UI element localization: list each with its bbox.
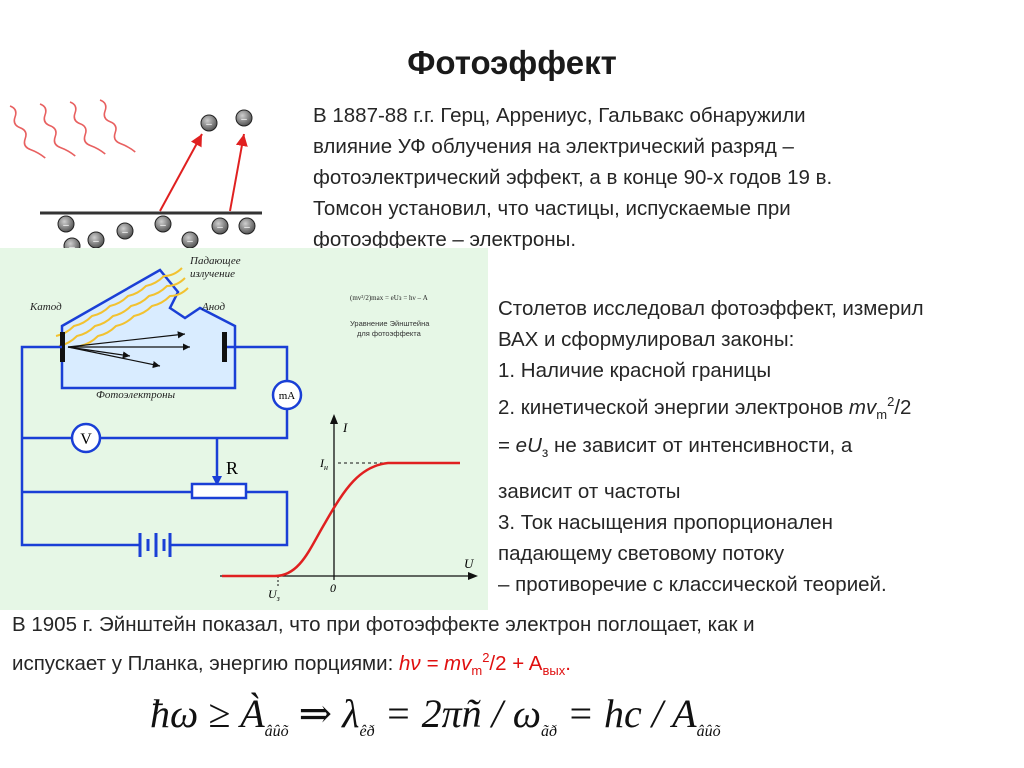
svg-text:–: – bbox=[63, 220, 69, 231]
svg-text:–: – bbox=[93, 236, 99, 247]
photoelectrons-label: Фотоэлектроны bbox=[96, 389, 176, 401]
circuit-diagram: mA V R Падающее излучение Катод Анод Фот… bbox=[20, 255, 478, 603]
svg-text:–: – bbox=[206, 119, 212, 130]
iv-stop-label: Uз bbox=[268, 587, 280, 603]
voltmeter bbox=[70, 422, 102, 454]
stoletov-line: зависит от частоты bbox=[498, 480, 681, 504]
photoelectric-illustration: –– –– –– –– –– bbox=[9, 99, 262, 255]
incident-label: Падающее bbox=[189, 255, 241, 267]
svg-text:–: – bbox=[69, 242, 75, 253]
circuit-wires bbox=[20, 345, 289, 547]
ejection-arrows bbox=[159, 133, 248, 212]
stoletov-line: Столетов исследовал фотоэффект, измерил bbox=[498, 297, 924, 320]
stoletov-line: 2. кинетической энергии электронов mvm2/… bbox=[498, 394, 912, 422]
svg-text:–: – bbox=[244, 222, 250, 233]
photoelectron-arrows bbox=[67, 331, 190, 369]
iv-curve bbox=[222, 461, 460, 578]
intro-line: фотоэлектрический эффект, а в конце 90-х… bbox=[313, 166, 833, 189]
iv-graph: I U Iн Uз 0 bbox=[220, 414, 478, 603]
vacuum-tube bbox=[60, 268, 237, 390]
einstein-line: испускает у Планка, энергию порциями: hν… bbox=[12, 650, 571, 678]
ammeter bbox=[271, 379, 303, 411]
svg-text:–: – bbox=[217, 222, 223, 233]
einstein-text: В 1905 г. Эйнштейн показал, что при фото… bbox=[12, 608, 1012, 687]
einstein-line: В 1905 г. Эйнштейн показал, что при фото… bbox=[12, 613, 755, 636]
voltmeter-label: V bbox=[80, 431, 92, 448]
cathode bbox=[60, 332, 65, 362]
stoletov-line: – противоречие с классической теорией. bbox=[498, 573, 887, 597]
einstein-small-formula: (mv²/2)max = eUз = hν – A bbox=[350, 294, 428, 302]
iv-y-label: I bbox=[342, 420, 348, 435]
resistor-label: R bbox=[226, 458, 238, 478]
battery bbox=[138, 533, 172, 557]
stoletov-line: ВАХ и сформулировал законы: bbox=[498, 328, 795, 351]
ammeter-label: mA bbox=[279, 390, 296, 402]
incident-light bbox=[55, 267, 189, 347]
svg-text:–: – bbox=[160, 220, 166, 231]
stoletov-line: 3. Ток насыщения пропорционален bbox=[498, 511, 833, 535]
iv-sat-label: Iн bbox=[319, 456, 328, 472]
electrons bbox=[57, 109, 256, 255]
intro-line: влияние УФ облучения на электрический ра… bbox=[313, 135, 794, 158]
incident-label: излучение bbox=[190, 268, 235, 280]
svg-text:–: – bbox=[241, 114, 247, 125]
cathode-label: Катод bbox=[29, 301, 62, 313]
intro-line: Томсон установил, что частицы, испускаем… bbox=[313, 197, 791, 220]
anode-label: Анод bbox=[201, 301, 226, 313]
resistor bbox=[190, 482, 248, 500]
iv-x-label: U bbox=[464, 556, 475, 571]
svg-text:–: – bbox=[187, 236, 193, 247]
einstein-small-label: Уравнение Эйнштейна bbox=[350, 319, 430, 328]
einstein-formula: hν = mvm2/2 + Aвых. bbox=[399, 650, 571, 678]
intro-line: В 1887-88 г.г. Герц, Аррениус, Гальвакс … bbox=[313, 104, 806, 127]
stoletov-line: падающему световому потоку bbox=[498, 542, 785, 566]
uv-wave-rays bbox=[9, 99, 136, 159]
stoletov-line: 1. Наличие красной границы bbox=[498, 359, 772, 382]
stoletov-text: Столетов исследовал фотоэффект, измерил … bbox=[498, 293, 1024, 600]
anode bbox=[222, 332, 227, 362]
intro-text: В 1887-88 г.г. Герц, Аррениус, Гальвакс … bbox=[313, 100, 1013, 255]
stoletov-line: = eUз не зависит от интенсивности, а bbox=[498, 433, 853, 461]
iv-origin-label: 0 bbox=[330, 581, 336, 595]
einstein-small-label: для фотоэффекта bbox=[357, 329, 422, 338]
bottom-formula: ħω ≥ Àâûõ ⇒ λêð = 2πñ / ωãð = hc / Aâûõ bbox=[150, 691, 721, 740]
intro-line: фотоэффекте – электроны. bbox=[313, 228, 577, 251]
svg-text:–: – bbox=[122, 227, 128, 238]
page-title: Фотоэффект bbox=[407, 44, 617, 81]
